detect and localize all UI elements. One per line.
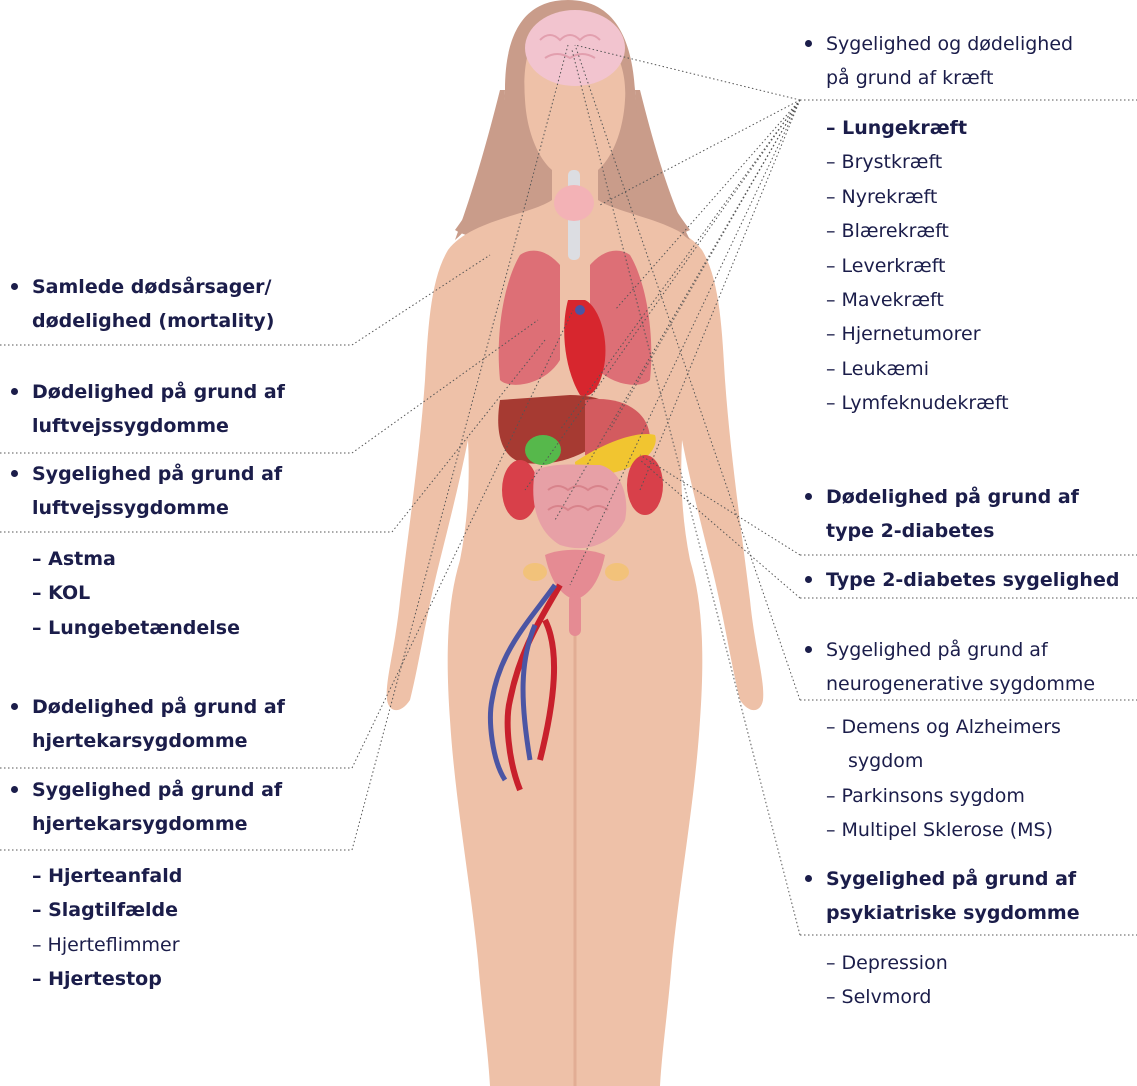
cancer-item: – Nyrekræft	[826, 180, 1009, 214]
psych-line-2: psykiatriske sygdomme	[826, 902, 1080, 924]
cancer-item: – Blærekræft	[826, 214, 1009, 248]
cancer-label: Sygelighed og dødelighed på grund af kræ…	[826, 27, 1073, 95]
neuro-item: – Demens og Alzheimers	[826, 710, 1061, 744]
neuro-item: – Multipel Sklerose (MS)	[826, 813, 1061, 847]
neuro-items: – Demens og Alzheimers sygdom – Parkinso…	[826, 710, 1061, 848]
diabetes-morb-text: Type 2-diabetes sygelighed	[826, 569, 1119, 591]
neuro-item: sygdom	[826, 744, 1061, 778]
cv-morb-line-1: Sygelighed på grund af	[32, 779, 282, 801]
cancer-item: – Leukæmi	[826, 352, 1009, 386]
diabetes-death-line-2: type 2-diabetes	[826, 520, 994, 542]
neuro-line-1: Sygelighed på grund af	[826, 639, 1048, 661]
cv-item: – Hjerteanfald	[32, 859, 182, 893]
diabetes-death-line-1: Dødelighed på grund af	[826, 486, 1079, 508]
resp-morb-line-1: Sygelighed på grund af	[32, 463, 282, 485]
kidney-left	[502, 460, 538, 520]
cv-item: – Hjertestop	[32, 962, 182, 996]
neuro-label: Sygelighed på grund af neurogenerative s…	[826, 633, 1095, 701]
psych-line-1: Sygelighed på grund af	[826, 868, 1076, 890]
cv-death-label: Dødelighed på grund af hjertekarsygdomme	[32, 690, 285, 758]
cancer-items: – Lungekræft – Brystkræft – Nyrekræft – …	[826, 111, 1009, 421]
cancer-item: – Leverkræft	[826, 249, 1009, 283]
diabetes-death-label: Dødelighed på grund af type 2-diabetes	[826, 480, 1079, 548]
cancer-line-1: Sygelighed og dødelighed	[826, 33, 1073, 55]
mortality-line-1: Samlede dødsårsager/	[32, 276, 272, 298]
psych-item: – Selvmord	[826, 980, 948, 1014]
gallbladder	[525, 435, 561, 465]
cv-item: – Slagtilfælde	[32, 893, 182, 927]
thyroid	[554, 185, 594, 221]
resp-item: – Lungebetændelse	[32, 611, 240, 645]
psych-label: Sygelighed på grund af psykiatriske sygd…	[826, 862, 1080, 930]
mortality-line-2: dødelighed (mortality)	[32, 310, 274, 332]
cv-items: – Hjerteanfald – Slagtilfælde – Hjertefl…	[32, 859, 182, 997]
neuro-line-2: neurogenerative sygdomme	[826, 673, 1095, 695]
cv-morb-line-2: hjertekarsygdomme	[32, 813, 248, 835]
resp-morb-label: Sygelighed på grund af luftvejssygdomme	[32, 457, 282, 525]
cancer-item: – Mavekræft	[826, 283, 1009, 317]
resp-items: – Astma – KOL – Lungebetændelse	[32, 542, 240, 645]
cancer-item: – Lungekræft	[826, 111, 1009, 145]
cv-morb-label: Sygelighed på grund af hjertekarsygdomme	[32, 773, 282, 841]
mortality-label: Samlede dødsårsager/ dødelighed (mortali…	[32, 270, 274, 338]
cv-item: – Hjerteflimmer	[32, 928, 182, 962]
cancer-line-2: på grund af kræft	[826, 67, 993, 89]
psych-item: – Depression	[826, 946, 948, 980]
cancer-item: – Lymfeknudekræft	[826, 386, 1009, 420]
cancer-item: – Hjernetumorer	[826, 317, 1009, 351]
neuro-item: – Parkinsons sygdom	[826, 779, 1061, 813]
resp-death-line-1: Dødelighed på grund af	[32, 381, 285, 403]
cancer-item: – Brystkræft	[826, 145, 1009, 179]
resp-death-label: Dødelighed på grund af luftvejssygdomme	[32, 375, 285, 443]
resp-death-line-2: luftvejssygdomme	[32, 415, 229, 437]
brain	[525, 10, 625, 86]
cv-death-line-2: hjertekarsygdomme	[32, 730, 248, 752]
cv-death-line-1: Dødelighed på grund af	[32, 696, 285, 718]
psych-items: – Depression – Selvmord	[826, 946, 948, 1015]
resp-item: – Astma	[32, 542, 240, 576]
diabetes-morb-label: Type 2-diabetes sygelighed	[826, 563, 1119, 597]
resp-item: – KOL	[32, 576, 240, 610]
resp-morb-line-2: luftvejssygdomme	[32, 497, 229, 519]
